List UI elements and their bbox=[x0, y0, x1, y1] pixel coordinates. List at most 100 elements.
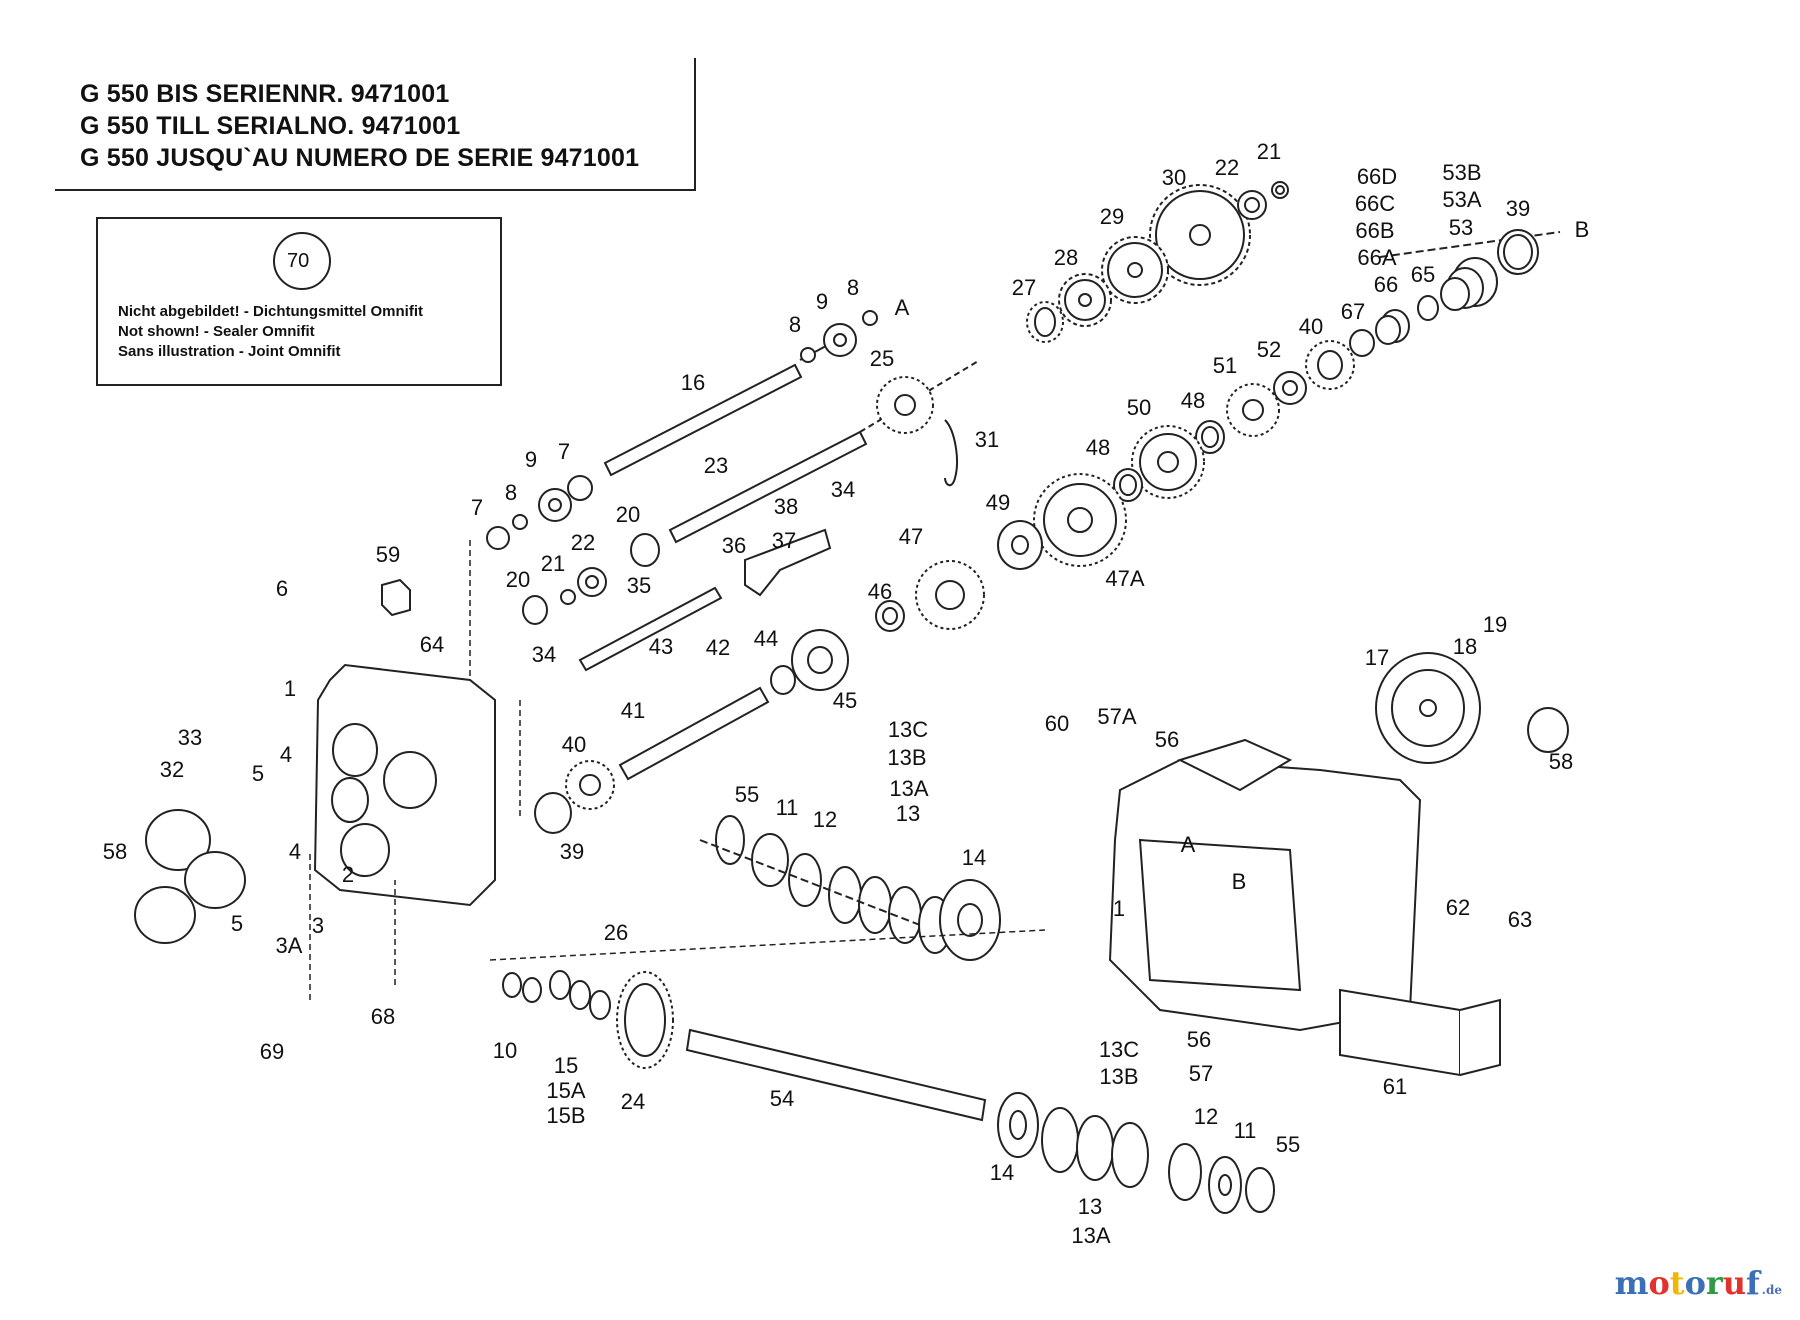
callout-label: 50 bbox=[1126, 395, 1152, 420]
callout-label: 7 bbox=[470, 495, 484, 520]
callout-label: 30 bbox=[1161, 165, 1187, 190]
callout-label: 20 bbox=[615, 502, 641, 527]
callout-label: 13C bbox=[1098, 1037, 1140, 1062]
callout-label: 55 bbox=[1275, 1132, 1301, 1157]
callout-label: 18 bbox=[1452, 634, 1478, 659]
callout-label: 47 bbox=[898, 524, 924, 549]
callout-label: 40 bbox=[561, 732, 587, 757]
callout-label: 10 bbox=[492, 1038, 518, 1063]
logo-letter: f bbox=[1746, 1264, 1760, 1302]
callout-label: 59 bbox=[375, 542, 401, 567]
cap-58-b bbox=[184, 851, 246, 909]
rings-13-bot bbox=[1041, 1107, 1149, 1188]
cap-58-c bbox=[134, 886, 196, 944]
ring-21-mid bbox=[560, 589, 576, 605]
callout-label: 40 bbox=[1298, 314, 1324, 339]
callout-label: 11 bbox=[775, 795, 799, 820]
callout-label: 34 bbox=[830, 477, 856, 502]
left-housing bbox=[134, 578, 496, 944]
bearing-22-mid bbox=[577, 567, 607, 597]
ring-8-top-b bbox=[862, 310, 878, 326]
callout-label: 45 bbox=[832, 688, 858, 713]
ring-39-left bbox=[534, 792, 572, 834]
callout-label: 42 bbox=[705, 635, 731, 660]
logo-letter: u bbox=[1722, 1264, 1747, 1302]
bearing-9-top bbox=[823, 323, 857, 357]
ring-12-bot bbox=[1168, 1143, 1202, 1201]
chain-31 bbox=[944, 419, 958, 487]
gear-24 bbox=[616, 971, 674, 1069]
callout-label: 9 bbox=[815, 289, 829, 314]
callout-label: 4 bbox=[288, 839, 302, 864]
callout-label: 49 bbox=[985, 490, 1011, 515]
pulley-17 bbox=[1375, 652, 1481, 764]
callout-label: B bbox=[1574, 217, 1590, 242]
callout-label: 55 bbox=[734, 782, 760, 807]
logo-letter: r bbox=[1705, 1264, 1723, 1302]
callout-label: 56 bbox=[1186, 1027, 1212, 1052]
callout-label: 44 bbox=[753, 626, 779, 651]
callout-label: 66B bbox=[1355, 218, 1395, 243]
callout-label: 46 bbox=[867, 579, 893, 604]
gear-29 bbox=[1101, 236, 1169, 304]
callout-label: 67 bbox=[1340, 299, 1366, 324]
mid-bearings bbox=[699, 815, 1001, 961]
bearing-49 bbox=[997, 520, 1043, 570]
callout-label: 52 bbox=[1256, 337, 1282, 362]
fork-36 bbox=[744, 528, 832, 597]
ring-39-right bbox=[1497, 229, 1539, 275]
logo-suffix: .de bbox=[1761, 1283, 1782, 1297]
callout-label: 20 bbox=[505, 567, 531, 592]
callout-label: 13C bbox=[887, 717, 929, 742]
callout-label: 15B bbox=[546, 1103, 586, 1128]
note-circle-number: 70 bbox=[287, 250, 310, 272]
spring-66 bbox=[1375, 309, 1410, 345]
callout-label: 32 bbox=[159, 757, 185, 782]
callout-label: B bbox=[1231, 869, 1247, 894]
callout-label: 12 bbox=[1193, 1104, 1219, 1129]
ring-20-a bbox=[630, 533, 660, 567]
callout-label: 53A bbox=[1442, 187, 1482, 212]
ring-48-a bbox=[1195, 420, 1225, 454]
ring-7-mid bbox=[567, 475, 593, 501]
ring-8-top bbox=[800, 347, 816, 363]
ring-44 bbox=[770, 665, 796, 695]
callout-label: 56 bbox=[1154, 727, 1180, 752]
gear-27 bbox=[1026, 301, 1064, 343]
callout-label: A bbox=[1180, 832, 1196, 857]
callout-label: 14 bbox=[961, 845, 987, 870]
callout-label: 34 bbox=[531, 642, 557, 667]
logo-letter: t bbox=[1669, 1264, 1685, 1302]
ring-20-b bbox=[522, 595, 548, 625]
callout-label: 12 bbox=[812, 807, 838, 832]
ring-46 bbox=[875, 600, 905, 632]
callout-label: 3 bbox=[311, 913, 325, 938]
callout-label: 60 bbox=[1044, 711, 1070, 736]
callout-label: 24 bbox=[620, 1089, 646, 1114]
note-line-en: Not shown! - Sealer Omnifit bbox=[118, 323, 315, 340]
callout-label: 69 bbox=[259, 1039, 285, 1064]
callout-label: 64 bbox=[419, 632, 445, 657]
gear-47A bbox=[1033, 473, 1127, 567]
callout-label: 17 bbox=[1364, 645, 1390, 670]
filter-59 bbox=[381, 578, 411, 617]
callout-label: 62 bbox=[1445, 895, 1471, 920]
callout-label: 6 bbox=[275, 576, 289, 601]
shaft-23 bbox=[668, 430, 868, 544]
callout-label: 21 bbox=[540, 551, 566, 576]
ring-55-bot bbox=[1245, 1167, 1275, 1213]
callout-label: 11 bbox=[1233, 1118, 1257, 1143]
rings-10 bbox=[502, 972, 542, 1003]
callout-label: 47A bbox=[1105, 566, 1145, 591]
header-line-3: G 550 JUSQU`AU NUMERO DE SERIE 9471001 bbox=[80, 144, 640, 172]
callout-label: 51 bbox=[1212, 353, 1238, 378]
header-line-1: G 550 BIS SERIENNR. 9471001 bbox=[80, 80, 450, 108]
callout-label: 22 bbox=[570, 530, 596, 555]
callout-label: 63 bbox=[1507, 907, 1533, 932]
callout-label: 9 bbox=[524, 447, 538, 472]
callout-label: 22 bbox=[1214, 155, 1240, 180]
logo-letter: o bbox=[1684, 1264, 1706, 1302]
callout-label: 2 bbox=[341, 862, 355, 887]
